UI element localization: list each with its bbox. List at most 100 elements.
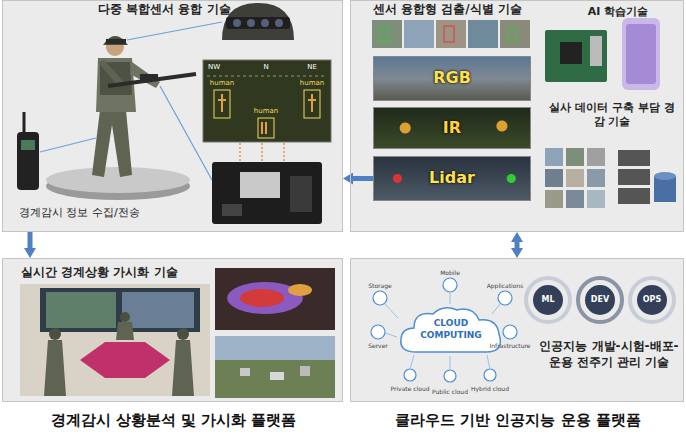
dataset-images	[545, 190, 563, 208]
compass-label: N	[263, 64, 268, 71]
ai-board	[560, 42, 582, 64]
dataset-images	[587, 169, 605, 187]
command-room	[20, 284, 210, 396]
cloud-item: Applications	[487, 283, 524, 289]
command-room	[44, 340, 66, 396]
dataset-images	[566, 190, 584, 208]
detection-display	[207, 76, 327, 77]
leader-line	[410, 355, 414, 369]
sensor-helmet	[222, 3, 294, 40]
map-image	[288, 284, 312, 296]
panel-title: 실시간 경계상황 가시화 기술	[21, 265, 178, 281]
command-room	[46, 292, 116, 328]
soldier-figure	[106, 39, 126, 44]
radio-device	[21, 140, 35, 150]
soldier-figure	[92, 110, 132, 177]
panel-title: 인공지능 개발-시험-배포-운용 전주기 관리 기술	[539, 339, 679, 370]
sensor-helmet	[226, 17, 290, 29]
detection-display	[218, 94, 316, 134]
platform-caption: 경계감시 상황분석 및 가시화 플랫폼	[3, 411, 344, 431]
panel-note: 실사 데이터 구축 부담 경감 기술	[548, 101, 676, 130]
dataset-images	[587, 190, 605, 208]
panel-title: 센서 융합형 검출/식별 기술	[373, 2, 522, 18]
leader-line	[40, 22, 222, 180]
command-room	[122, 292, 194, 328]
sensor-helmet	[261, 19, 269, 27]
compass-label: NE	[307, 64, 317, 71]
lifecycle-cycle	[630, 278, 674, 322]
map-image	[215, 360, 335, 398]
soldier-figure	[103, 36, 128, 45]
leader-line	[385, 292, 500, 370]
leader-line	[487, 355, 490, 369]
command-room	[120, 312, 130, 322]
cloud-icon	[503, 325, 517, 339]
server-stack	[618, 188, 650, 204]
radio-device	[23, 112, 26, 132]
panel-note: AI 학습기술	[563, 5, 673, 19]
sensor-helmet	[247, 19, 255, 27]
leader-line	[450, 356, 451, 370]
cloud-item: Storage	[368, 283, 391, 289]
smartphone	[622, 18, 660, 90]
cloud-icon	[404, 369, 416, 381]
leader-line	[239, 143, 241, 161]
dataset-images	[545, 148, 605, 208]
detection-label: human	[254, 108, 278, 115]
cloud-icon	[484, 369, 496, 381]
command-room	[116, 322, 134, 340]
leader-line	[240, 143, 284, 161]
sensor-name: RGB	[433, 68, 471, 89]
image-tile: IR	[373, 107, 531, 149]
dataset-images	[545, 148, 563, 166]
server-stack	[654, 172, 676, 180]
edge-board	[222, 204, 242, 216]
cloud-title: CLOUD COMPUTING	[416, 318, 486, 341]
soldier-figure	[108, 74, 196, 86]
cloud-item: Server	[368, 343, 388, 349]
platform-caption: 클라우드 기반 인공지능 운용 플랫폼	[351, 411, 685, 431]
command-room	[172, 340, 194, 396]
leader-line	[450, 292, 451, 304]
soldier-figure	[98, 60, 124, 86]
cloud-item: Infrastructure	[489, 343, 530, 349]
flow-arrow	[28, 232, 33, 250]
server-stack	[618, 150, 650, 166]
command-room	[177, 328, 189, 340]
lifecycle-cycle	[578, 278, 622, 322]
map-image	[300, 366, 310, 376]
leader-line	[127, 22, 222, 40]
panel-title: 다중 복합센서 융합 기술	[98, 2, 231, 18]
cloud-item: Hybrid cloud	[471, 386, 509, 392]
flow-arrow	[515, 240, 520, 250]
panel-note: 경계감시 정보 수집/전송	[19, 206, 140, 220]
smartphone	[622, 18, 660, 90]
image-tile: Lidar	[373, 156, 531, 201]
edge-board	[212, 162, 322, 224]
cloud-icon	[498, 291, 512, 305]
cycle-label: ML	[541, 296, 554, 304]
radio-device	[17, 112, 39, 190]
map-image	[270, 372, 284, 380]
panel-ground	[2, 0, 684, 402]
ai-board	[545, 30, 607, 82]
detection-display	[203, 60, 331, 142]
map-image	[215, 336, 335, 398]
platform-disk	[46, 167, 190, 200]
sample-photo	[468, 20, 498, 48]
flow-arrow	[351, 176, 373, 181]
edge-board	[212, 162, 322, 224]
sensor-helmet	[275, 19, 283, 27]
cloud-icon	[444, 370, 456, 382]
ai-board	[590, 36, 602, 66]
leader-line	[385, 304, 398, 318]
panel-ground	[2, 258, 343, 402]
sample-photo	[500, 20, 530, 48]
radio-device	[17, 132, 39, 190]
leader-line	[40, 138, 96, 152]
sample-photo	[508, 28, 516, 42]
leader-line	[283, 143, 285, 161]
sample-photo	[372, 20, 402, 48]
